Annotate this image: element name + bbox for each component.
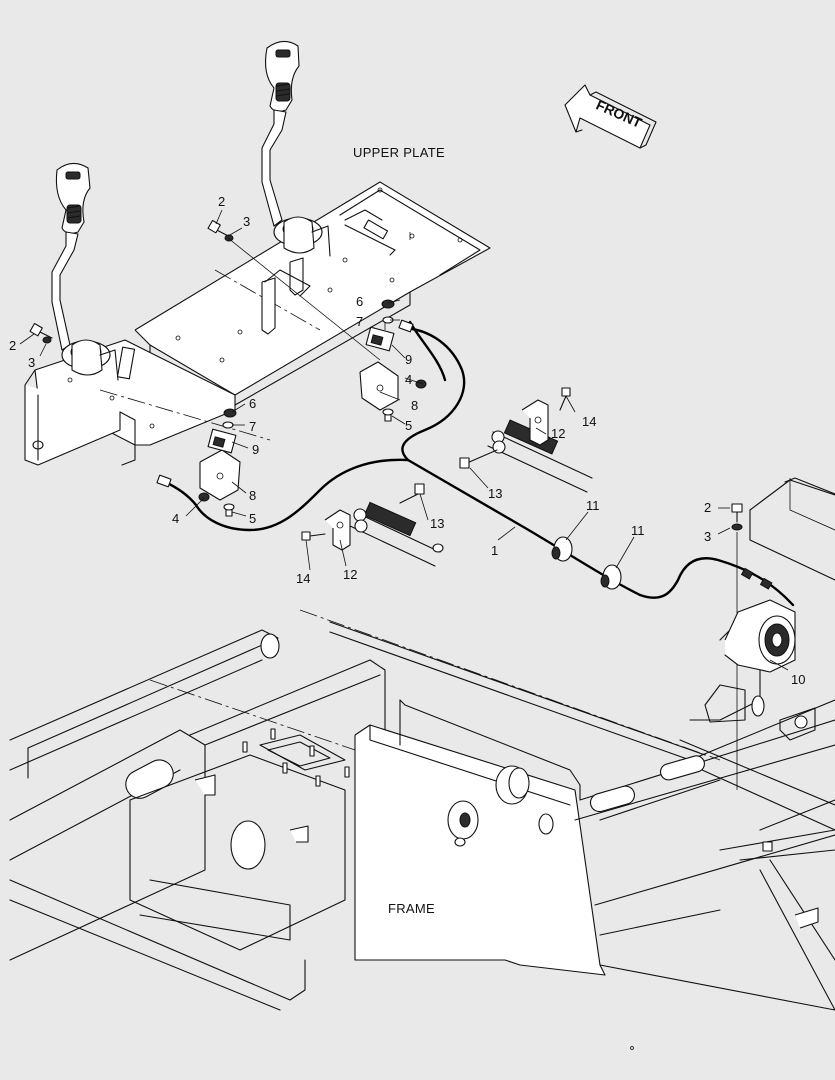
callout-10: 10 [791,672,805,687]
joystick-left [51,162,136,381]
callout-9: 9 [405,352,412,367]
clamp-11 [551,536,622,590]
callout-14: 14 [582,414,596,429]
callout-5: 5 [405,418,412,433]
callout-6: 6 [249,396,256,411]
switch-assembly-upper [359,299,427,422]
callout-3: 3 [704,529,711,544]
callout-6: 6 [356,294,363,309]
callout-7: 7 [356,314,363,329]
bolts-2-3 [29,219,743,790]
callout-4: 4 [172,511,179,526]
callout-11: 11 [586,498,600,513]
callout-13: 13 [430,516,444,531]
callout-12: 12 [343,567,357,582]
upper-plate-label: UPPER PLATE [353,145,445,160]
callout-11: 11 [631,523,645,538]
callout-14: 14 [296,571,310,586]
callout-5: 5 [249,511,256,526]
callout-1: 1 [491,543,498,558]
gas-spring-left [301,483,444,567]
callout-9: 9 [252,442,259,457]
callout-2: 2 [9,338,16,353]
callout-8: 8 [249,488,256,503]
callout-2: 2 [704,500,711,515]
callout-13: 13 [488,486,502,501]
callout-3: 3 [243,214,250,229]
switch-assembly-lower [198,408,241,517]
callout-labels: UPPER PLATE FRAME 2 3 2 3 2 3 6 7 9 4 8 … [9,145,805,916]
frame-structure [9,477,835,1011]
frame-label: FRAME [388,901,435,916]
backup-alarm [724,599,796,673]
callout-3: 3 [28,355,35,370]
upper-plate-assembly [24,181,491,466]
gas-spring-right [459,387,593,493]
callout-8: 8 [411,398,418,413]
leader-lines [19,209,789,671]
callout-4: 4 [405,372,412,387]
callout-12: 12 [551,426,565,441]
joystick-right [261,40,331,257]
callout-7: 7 [249,419,256,434]
callout-2: 2 [218,194,225,209]
front-arrow-icon: FRONT [564,84,657,149]
